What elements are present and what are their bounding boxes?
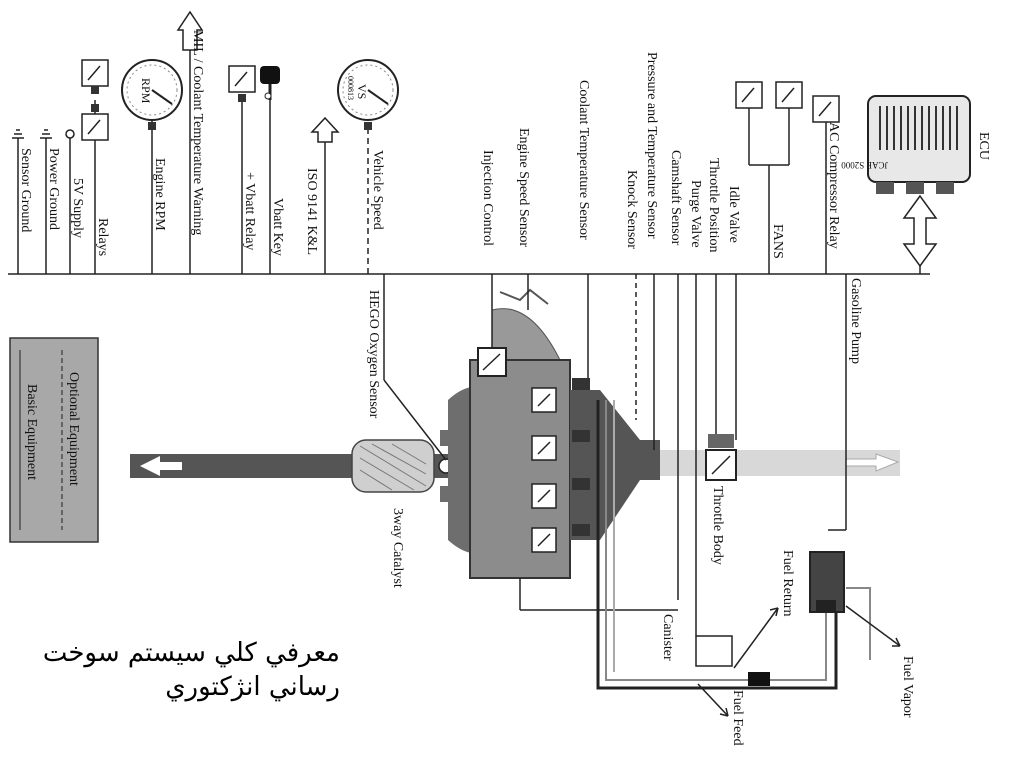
pointer-arrows: [697, 605, 901, 717]
vs-gauge-label: VS: [355, 84, 369, 99]
fuel-return-label: Fuel Return: [780, 550, 795, 617]
engine-rpm-label: Engine RPM: [152, 158, 167, 231]
power-ground-label: Power Ground: [46, 148, 61, 230]
legend-box: Optional Equipment Basic Equipment: [9, 337, 99, 543]
fan-relay-icon: [775, 81, 803, 109]
bus-wires: [17, 50, 921, 274]
engine-speed-sensor-label: Engine Speed Sensor: [516, 128, 531, 247]
fuel-pump-icon: [809, 551, 845, 613]
persian-caption: معرفي كلي سيستم سوخت رساني انژكتوري: [40, 636, 340, 704]
mil-arrow-icon: [176, 10, 204, 51]
exhaust-pipe: [130, 439, 454, 493]
legend-basic-label: Basic Equipment: [24, 384, 39, 480]
vbatt-key-label: Vbatt Key: [270, 198, 285, 256]
ac-relay-icon: [812, 95, 840, 123]
engine-block: [469, 347, 571, 579]
knock-sensor-label: Knock Sensor: [624, 170, 639, 249]
engine-wires: [383, 274, 847, 636]
top-labels: Sensor Ground Power Ground 5V Supply Rel…: [18, 30, 991, 259]
vs-odometer-label: 000813: [346, 76, 355, 100]
throttle-body-label: Throttle Body: [710, 486, 725, 565]
iso-arrow-icon: [310, 116, 340, 143]
canister-icon: [695, 635, 733, 667]
relay-5v-icon: [81, 59, 109, 94]
throttle-body-icon: [705, 434, 737, 481]
mil-coolant-label: MIL / Coolant Temperature Warning: [190, 30, 205, 235]
lower-labels: Gasoline Pump HEGO Oxygen Sensor 3way Ca…: [366, 278, 915, 746]
relays-label: Relays: [95, 218, 110, 256]
ac-compressor-relay-label: AC Compressor Relay: [826, 122, 841, 249]
ecu-label: ECU: [976, 132, 991, 160]
vbatt-relay-label: + Vbatt Relay: [242, 172, 257, 250]
fans-label: FANS: [770, 224, 785, 259]
fuel-vapor-label: Fuel Vapor: [900, 656, 915, 718]
ecu-unit-icon: JCAE S2000: [841, 95, 971, 268]
ground-symbols: [12, 129, 75, 139]
sensor-ground-label: Sensor Ground: [18, 148, 33, 232]
5v-supply-label: 5V Supply: [70, 178, 85, 238]
camshaft-sensor-label: Camshaft Sensor: [668, 150, 683, 246]
relay-main-icon: [81, 104, 109, 141]
intake-duct: [660, 450, 900, 476]
rpm-gauge-label: RPM: [139, 78, 153, 104]
caption-line-1: معرفي كلي سيستم سوخت: [42, 638, 340, 668]
coolant-temp-sensor-label: Coolant Temperature Sensor: [576, 80, 591, 240]
purge-valve-label: Purge Valve: [688, 180, 703, 248]
injection-control-label: Injection Control: [480, 150, 495, 246]
key-icon: [260, 66, 280, 100]
idle-valve-label: Idle Valve: [726, 186, 741, 243]
vehicle-speed-label: Vehicle Speed: [370, 150, 385, 230]
fuel-feed-label: Fuel Feed: [730, 690, 745, 746]
idle-valve-relay-icon: [735, 81, 763, 109]
ecu-model-label: JCAE S2000: [841, 160, 888, 170]
vehicle-speed-gauge-icon: VS 000813: [337, 59, 399, 130]
pressure-temp-sensor-label: Pressure and Temperature Sensor: [644, 52, 659, 239]
canister-label: Canister: [660, 614, 675, 661]
fuel-lines: [596, 400, 871, 690]
hego-sensor-label: HEGO Oxygen Sensor: [366, 290, 381, 419]
rpm-gauge-icon: RPM: [121, 59, 183, 130]
gasoline-pump-label: Gasoline Pump: [848, 278, 863, 364]
catalyst-label: 3way Catalyst: [390, 508, 405, 588]
vbatt-relay-icon: [228, 65, 256, 102]
caption-line-2: رساني انژكتوري: [165, 672, 340, 702]
iso-label: ISO 9141 K&L: [304, 168, 319, 255]
legend-optional-label: Optional Equipment: [66, 372, 81, 486]
throttle-position-label: Throttle Position: [706, 158, 721, 253]
